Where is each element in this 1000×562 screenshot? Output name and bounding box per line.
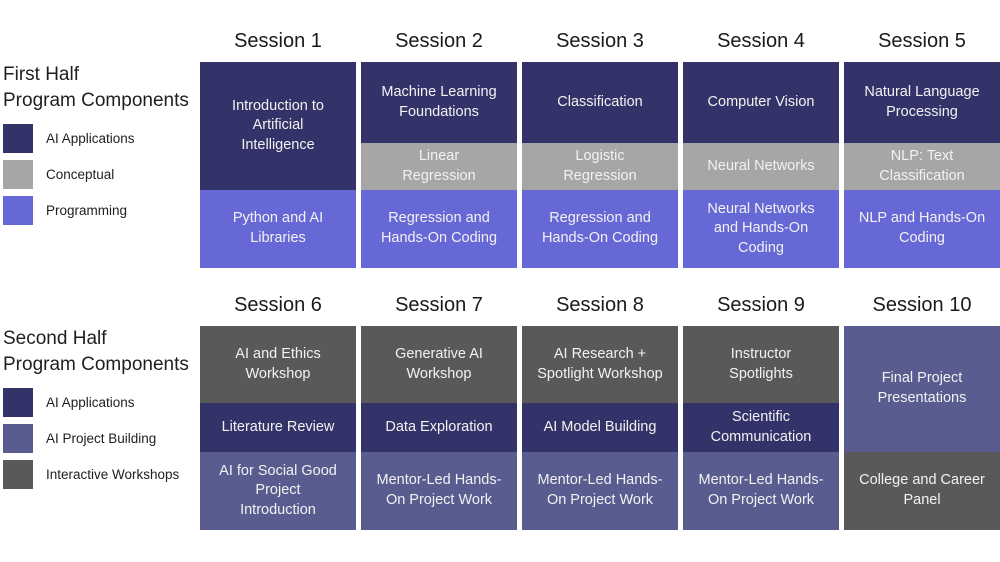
session-header-9: Session 9 — [717, 293, 805, 316]
session-cell: Machine Learning Foundations — [361, 62, 517, 143]
session-cell: Generative AI Workshop — [361, 326, 517, 403]
legend-label: Programming — [46, 203, 128, 218]
session-cell: Logistic Regression — [522, 143, 678, 190]
session-cell: Literature Review — [200, 403, 356, 452]
legend-label: Interactive Workshops — [46, 467, 180, 482]
legend-swatch-ai-applications — [3, 388, 33, 417]
session-cell: Final Project Presentations — [844, 326, 1000, 452]
second-half-table: Session 6 Session 7 Session 8 Session 9 Sess… — [200, 284, 1000, 530]
session-header-6: Session 6 — [234, 293, 322, 316]
session-cell: Classification — [522, 62, 678, 143]
legend-swatch-programming — [3, 196, 33, 225]
session-cell: Linear Regression — [361, 143, 517, 190]
legend-title-line: First Half — [3, 64, 79, 85]
session-cell: Neural Networks — [683, 143, 839, 190]
session-cell: College and Career Panel — [844, 452, 1000, 530]
legend-item-ai-applications: AI Applications — [3, 124, 199, 153]
session-cell: Neural Networks and Hands-On Coding — [683, 190, 839, 268]
session-cell: Natural Language Processing — [844, 62, 1000, 143]
legend-item-conceptual: Conceptual — [3, 160, 199, 189]
legend-label: AI Project Building — [46, 431, 157, 446]
session-cell: Instructor Spotlights — [683, 326, 839, 403]
session-header-3: Session 3 — [556, 29, 644, 52]
legend-title-line: Second Half — [3, 328, 107, 349]
session-cell: Mentor-Led Hands- On Project Work — [522, 452, 678, 530]
session-cell: Regression and Hands-On Coding — [361, 190, 517, 268]
session-cell: Introduction to Artificial Intelligence — [200, 62, 356, 190]
session-cell: Python and AI Libraries — [200, 190, 356, 268]
session-cell: Mentor-Led Hands- On Project Work — [361, 452, 517, 530]
session-header-7: Session 7 — [395, 293, 483, 316]
session-headers: Session 1 Session 2 Session 3 Session 4 Sess… — [200, 20, 1000, 62]
session-header-4: Session 4 — [717, 29, 805, 52]
session-cell: Computer Vision — [683, 62, 839, 143]
legend-label: Conceptual — [46, 167, 115, 182]
session-header-5: Session 5 — [878, 29, 966, 52]
session-header-8: Session 8 — [556, 293, 644, 316]
session-cell: Regression and Hands-On Coding — [522, 190, 678, 268]
legend-swatch-conceptual — [3, 160, 33, 189]
session-header-2: Session 2 — [395, 29, 483, 52]
session-cell: AI Model Building — [522, 403, 678, 452]
session-cell: Data Exploration — [361, 403, 517, 452]
session-cell: Mentor-Led Hands- On Project Work — [683, 452, 839, 530]
legend-item-ai-project-building: AI Project Building — [3, 424, 199, 453]
legend-swatch-interactive-workshops — [3, 460, 33, 489]
legend-swatch-ai-project-building — [3, 424, 33, 453]
session-headers: Session 6 Session 7 Session 8 Session 9 Sess… — [200, 284, 1000, 326]
legend-item-interactive-workshops: Interactive Workshops — [3, 460, 199, 489]
legend-swatch-ai-applications — [3, 124, 33, 153]
session-header-10: Session 10 — [872, 293, 972, 316]
legend-item-ai-applications: AI Applications — [3, 388, 199, 417]
session-header-1: Session 1 — [234, 29, 322, 52]
session-cell: AI for Social Good Project Introduction — [200, 452, 356, 530]
legend-item-programming: Programming — [3, 196, 199, 225]
session-cell: NLP: Text Classification — [844, 143, 1000, 190]
session-cell: Scientific Communication — [683, 403, 839, 452]
legend-title-line: Program Components — [3, 90, 189, 111]
first-half-table: Session 1 Session 2 Session 3 Session 4 Sess… — [200, 20, 1000, 268]
legend-title-line: Program Components — [3, 354, 189, 375]
legend-label: AI Applications — [46, 395, 135, 410]
session-cell: NLP and Hands-On Coding — [844, 190, 1000, 268]
session-cell: AI Research + Spotlight Workshop — [522, 326, 678, 403]
legend-label: AI Applications — [46, 131, 135, 146]
session-cell: AI and Ethics Workshop — [200, 326, 356, 403]
